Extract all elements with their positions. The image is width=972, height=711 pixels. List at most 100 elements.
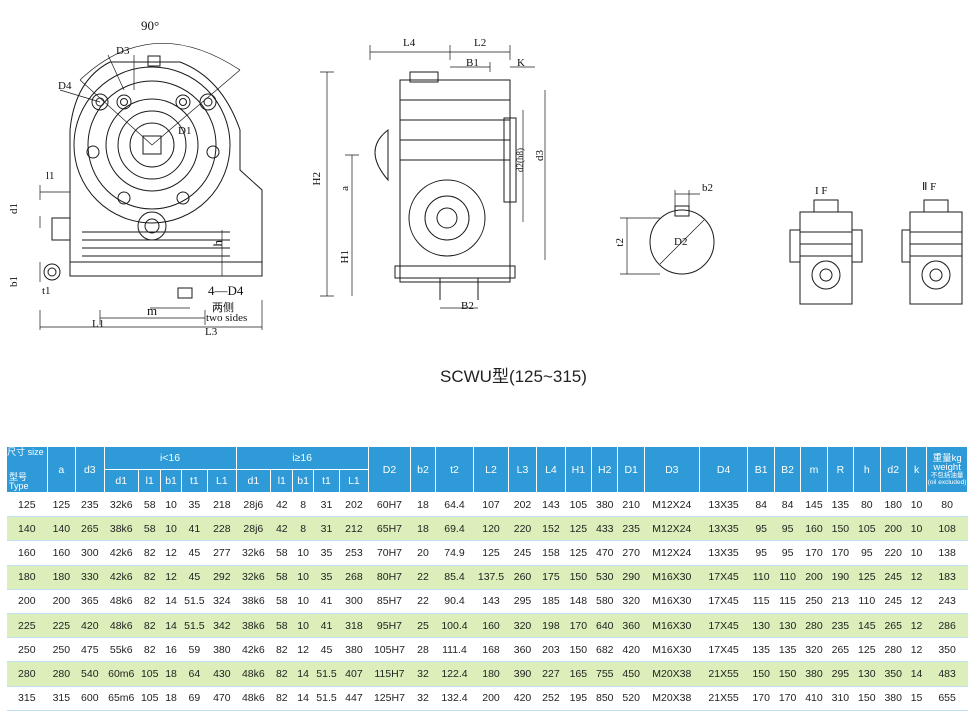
table-cell: 82 bbox=[138, 540, 161, 566]
table-cell: 110 bbox=[747, 565, 775, 590]
label-d3-upper: D3 bbox=[116, 45, 130, 57]
table-cell: 342 bbox=[207, 613, 237, 639]
header-group-lt16: i<16 bbox=[103, 446, 237, 470]
table-cell: 483 bbox=[926, 661, 968, 687]
table-cell: 420 bbox=[508, 686, 537, 711]
table-cell: 143 bbox=[473, 589, 509, 614]
table-cell: 260 bbox=[508, 565, 537, 590]
table-cell: 125H7 bbox=[368, 686, 411, 711]
table-cell: 80 bbox=[853, 492, 880, 518]
table-cell: 95 bbox=[853, 540, 880, 566]
table-cell: 21X55 bbox=[699, 686, 748, 711]
table-cell: 22 bbox=[410, 565, 436, 590]
table-cell: 390 bbox=[508, 661, 537, 687]
table-cell: 318 bbox=[339, 613, 369, 639]
table-cell: 180 bbox=[473, 661, 509, 687]
table-cell: 64.4 bbox=[435, 492, 474, 518]
table-cell: 12 bbox=[160, 540, 182, 566]
table-cell: 120 bbox=[473, 516, 509, 542]
subheader-ge16-t1: t1 bbox=[312, 469, 341, 493]
table-cell: M16X30 bbox=[644, 589, 700, 614]
table-cell: 292 bbox=[207, 565, 237, 590]
type-cell: 250 bbox=[6, 637, 48, 663]
table-cell: 350 bbox=[880, 661, 907, 687]
table-cell: 160 bbox=[800, 516, 828, 542]
table-cell: 122.4 bbox=[435, 661, 474, 687]
table-cell: 14 bbox=[292, 661, 314, 687]
table-cell: 150 bbox=[774, 661, 801, 687]
table-cell: 85.4 bbox=[435, 565, 474, 590]
label-d4-upper: D4 bbox=[58, 80, 72, 92]
table-cell: 70H7 bbox=[368, 540, 411, 566]
table-cell: 310 bbox=[827, 686, 854, 711]
table-cell: 115 bbox=[774, 589, 801, 614]
table-cell: 202 bbox=[339, 492, 369, 518]
type-cell: 160 bbox=[6, 540, 48, 566]
label-H1: H1 bbox=[339, 250, 351, 264]
table-cell: 10 bbox=[292, 589, 314, 614]
table-cell: 10 bbox=[906, 540, 927, 566]
table-cell: 290 bbox=[617, 565, 645, 590]
table-cell: 380 bbox=[591, 492, 618, 518]
type-cell: 200 bbox=[6, 589, 48, 614]
table-cell: 198 bbox=[536, 613, 566, 639]
table-cell: 150 bbox=[747, 661, 775, 687]
subheader-lt16-l1: l1 bbox=[138, 469, 162, 493]
table-cell: M16X30 bbox=[644, 613, 700, 639]
table-cell: 145 bbox=[853, 613, 880, 639]
table-cell: 17X45 bbox=[699, 613, 748, 639]
table-cell: 41 bbox=[181, 516, 208, 542]
table-cell: 158 bbox=[536, 540, 566, 566]
table-cell: 135 bbox=[827, 492, 854, 518]
table-cell: 31 bbox=[313, 492, 340, 518]
table-cell: 360 bbox=[617, 613, 645, 639]
table-cell: 32 bbox=[410, 661, 436, 687]
table-cell: 13X35 bbox=[699, 516, 748, 542]
front-view bbox=[43, 55, 263, 299]
table-cell: 10 bbox=[292, 613, 314, 639]
header-t2: t2 bbox=[434, 446, 475, 493]
table-cell: 168 bbox=[473, 637, 509, 663]
table-cell: 58 bbox=[270, 540, 293, 566]
table-cell: 48k6 bbox=[104, 613, 139, 639]
table-cell: 170 bbox=[774, 686, 801, 711]
table-cell: 180 bbox=[47, 565, 76, 590]
table-cell: 320 bbox=[617, 589, 645, 614]
table-cell: 38k6 bbox=[236, 613, 271, 639]
table-cell: 530 bbox=[591, 565, 618, 590]
table-cell: 175 bbox=[536, 565, 566, 590]
header-l2: L2 bbox=[473, 446, 509, 493]
table-cell: 45 bbox=[181, 565, 208, 590]
table-cell: 8 bbox=[292, 516, 314, 542]
table-cell: 245 bbox=[508, 540, 537, 566]
table-cell: 82 bbox=[138, 613, 161, 639]
type-cell: 280 bbox=[6, 661, 48, 687]
table-cell: 138 bbox=[926, 540, 968, 566]
table-cell: 135 bbox=[774, 637, 801, 663]
table-cell: 135 bbox=[747, 637, 775, 663]
table-cell: 235 bbox=[827, 613, 854, 639]
table-cell: 107 bbox=[473, 492, 509, 518]
table-cell: 130 bbox=[747, 613, 775, 639]
side-view bbox=[374, 71, 517, 300]
table-cell: 268 bbox=[339, 565, 369, 590]
label-m: m bbox=[147, 303, 158, 318]
table-cell: 140 bbox=[47, 516, 76, 542]
table-cell: M20X38 bbox=[644, 686, 700, 711]
mounting-if bbox=[789, 199, 863, 305]
table-cell: 320 bbox=[800, 637, 828, 663]
table-cell: 35 bbox=[313, 565, 340, 590]
label-K: K bbox=[517, 57, 525, 69]
table-cell: 58 bbox=[138, 516, 161, 542]
table-cell: 143 bbox=[536, 492, 566, 518]
table-cell: 84 bbox=[774, 492, 801, 518]
table-cell: M12X24 bbox=[644, 516, 700, 542]
table-cell: 130 bbox=[853, 661, 880, 687]
table-cell: 108 bbox=[926, 516, 968, 542]
table-cell: 280 bbox=[880, 637, 907, 663]
